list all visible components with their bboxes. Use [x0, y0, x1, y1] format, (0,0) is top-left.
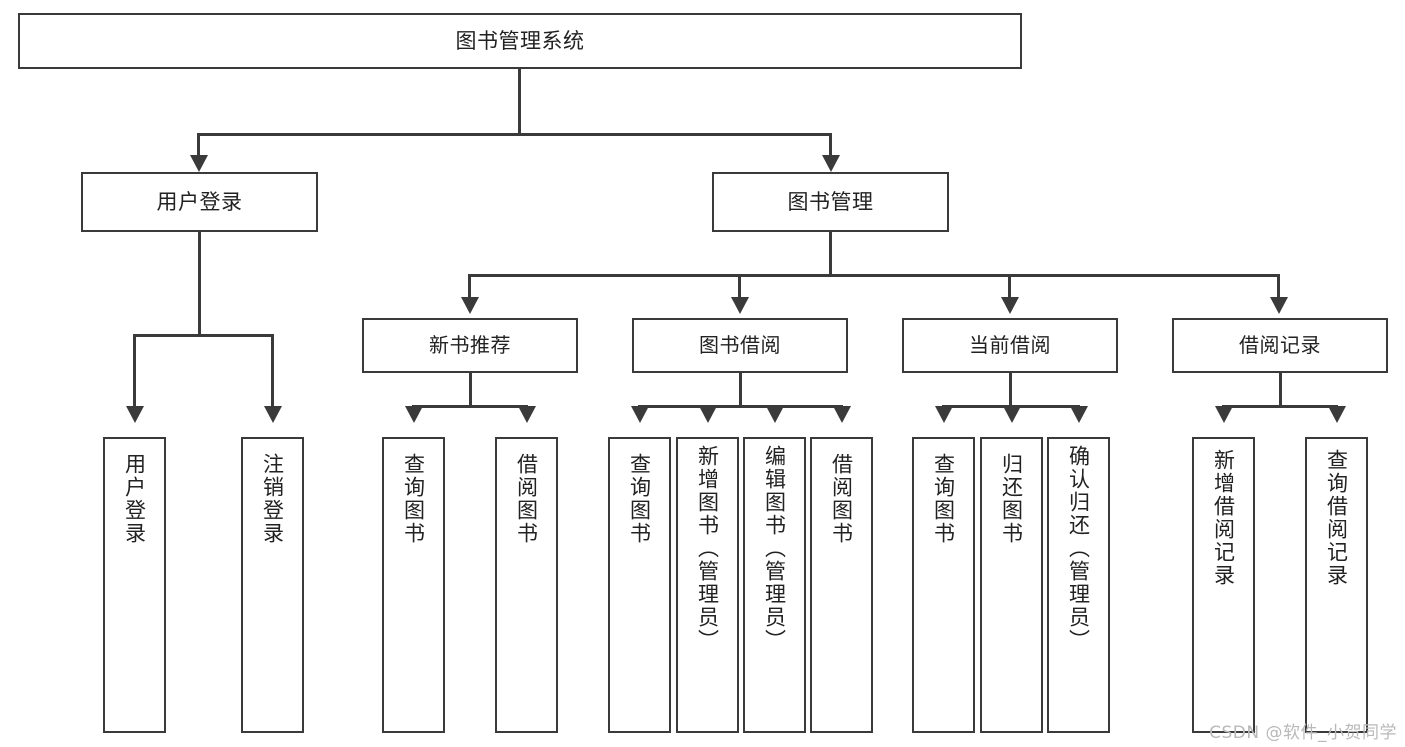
node-label: 用户登录	[156, 189, 243, 214]
leaf-current-borrow-return-book[interactable]: 归还图书	[980, 437, 1043, 733]
arrow-to-cb-query-book	[935, 406, 953, 423]
node-label: 图书借阅	[699, 332, 781, 357]
connector-book-management-bus	[468, 274, 1280, 277]
leaf-new-book-borrow-book[interactable]: 借阅图书	[495, 437, 558, 733]
node-label: 编辑图书（管理员）	[762, 445, 787, 652]
node-new-book-recommend[interactable]: 新书推荐	[362, 318, 578, 373]
leaf-book-borrow-query-book[interactable]: 查询图书	[608, 437, 671, 733]
node-label: 新书推荐	[429, 332, 511, 357]
leaf-current-borrow-confirm-return[interactable]: 确认归还（管理员）	[1047, 437, 1110, 733]
leaf-book-borrow-edit-book[interactable]: 编辑图书（管理员）	[743, 437, 806, 733]
node-label: 借阅记录	[1239, 332, 1321, 357]
leaf-book-borrow-add-book[interactable]: 新增图书（管理员）	[676, 437, 739, 733]
arrow-to-bb-add-book	[699, 406, 717, 423]
node-label: 归还图书	[999, 453, 1024, 545]
arrow-to-user-login-leaf	[126, 406, 144, 423]
connector-borrow-record-bus	[1222, 405, 1338, 408]
connector-user-login-stem	[198, 232, 201, 336]
arrow-to-cb-return-book	[1003, 406, 1021, 423]
node-label: 确认归还（管理员）	[1066, 445, 1091, 652]
arrow-to-new-book-recommend	[461, 297, 479, 314]
arrow-to-book-management	[822, 155, 840, 172]
connector-bm-to-borrow-record	[1277, 274, 1280, 300]
leaf-user-login[interactable]: 用户登录	[103, 437, 166, 733]
node-current-borrow[interactable]: 当前借阅	[902, 318, 1118, 373]
node-label: 图书管理	[787, 189, 874, 214]
node-label: 查询借阅记录	[1324, 449, 1349, 587]
leaf-logout[interactable]: 注销登录	[241, 437, 304, 733]
connector-root-to-user-login	[197, 133, 200, 159]
arrow-to-cb-confirm-return	[1070, 406, 1088, 423]
node-label: 当前借阅	[969, 332, 1051, 357]
connector-root-to-book-management	[829, 133, 832, 159]
node-label: 图书管理系统	[455, 28, 585, 53]
leaf-borrow-record-add-record[interactable]: 新增借阅记录	[1192, 437, 1255, 733]
node-label: 借阅图书	[514, 453, 539, 545]
connector-book-borrow-stem	[739, 373, 742, 407]
arrow-to-bb-borrow-book	[833, 406, 851, 423]
connector-current-borrow-stem	[1009, 373, 1012, 407]
connector-user-login-to-leaf-1	[133, 334, 136, 410]
arrow-to-user-login	[190, 155, 208, 172]
node-label: 新增图书（管理员）	[695, 445, 720, 652]
node-borrow-record[interactable]: 借阅记录	[1172, 318, 1388, 373]
node-book-management[interactable]: 图书管理	[712, 172, 949, 232]
connector-bm-to-new-book	[468, 274, 471, 300]
node-label: 查询图书	[627, 453, 652, 545]
leaf-new-book-query-book[interactable]: 查询图书	[382, 437, 445, 733]
node-label: 注销登录	[260, 453, 285, 545]
connector-new-book-bus	[412, 405, 528, 408]
arrow-to-borrow-record	[1270, 297, 1288, 314]
leaf-borrow-record-query-record[interactable]: 查询借阅记录	[1305, 437, 1368, 733]
arrow-to-current-borrow	[1001, 297, 1019, 314]
node-root-book-management-system[interactable]: 图书管理系统	[18, 13, 1022, 69]
connector-bm-to-book-borrow	[738, 274, 741, 300]
connector-new-book-stem	[469, 373, 472, 407]
connector-book-management-stem	[829, 232, 832, 276]
arrow-to-borrow-book-leaf	[518, 406, 536, 423]
arrow-to-logout-leaf	[264, 406, 282, 423]
node-label: 新增借阅记录	[1211, 449, 1236, 587]
connector-bm-to-current-borrow	[1008, 274, 1011, 300]
arrow-to-br-add-record	[1215, 406, 1233, 423]
node-user-login[interactable]: 用户登录	[81, 172, 318, 232]
connector-borrow-record-stem	[1279, 373, 1282, 407]
arrow-to-bb-edit-book	[766, 406, 784, 423]
connector-user-login-to-leaf-2	[271, 334, 274, 410]
connector-root-stem	[518, 69, 521, 135]
node-label: 用户登录	[122, 453, 147, 545]
connector-book-borrow-bus	[638, 405, 843, 408]
arrow-to-br-query-record	[1328, 406, 1346, 423]
node-label: 查询图书	[401, 453, 426, 545]
leaf-book-borrow-borrow-book[interactable]: 借阅图书	[810, 437, 873, 733]
connector-root-bus	[197, 133, 832, 136]
arrow-to-bb-query-book	[631, 406, 649, 423]
connector-user-login-bus	[133, 334, 271, 337]
node-label: 借阅图书	[829, 453, 854, 545]
leaf-current-borrow-query-book[interactable]: 查询图书	[912, 437, 975, 733]
arrow-to-book-borrow	[731, 297, 749, 314]
node-label: 查询图书	[931, 453, 956, 545]
arrow-to-query-book-leaf	[405, 406, 423, 423]
node-book-borrow[interactable]: 图书借阅	[632, 318, 848, 373]
csdn-watermark: CSDN @软件_小贺同学	[1209, 723, 1397, 743]
